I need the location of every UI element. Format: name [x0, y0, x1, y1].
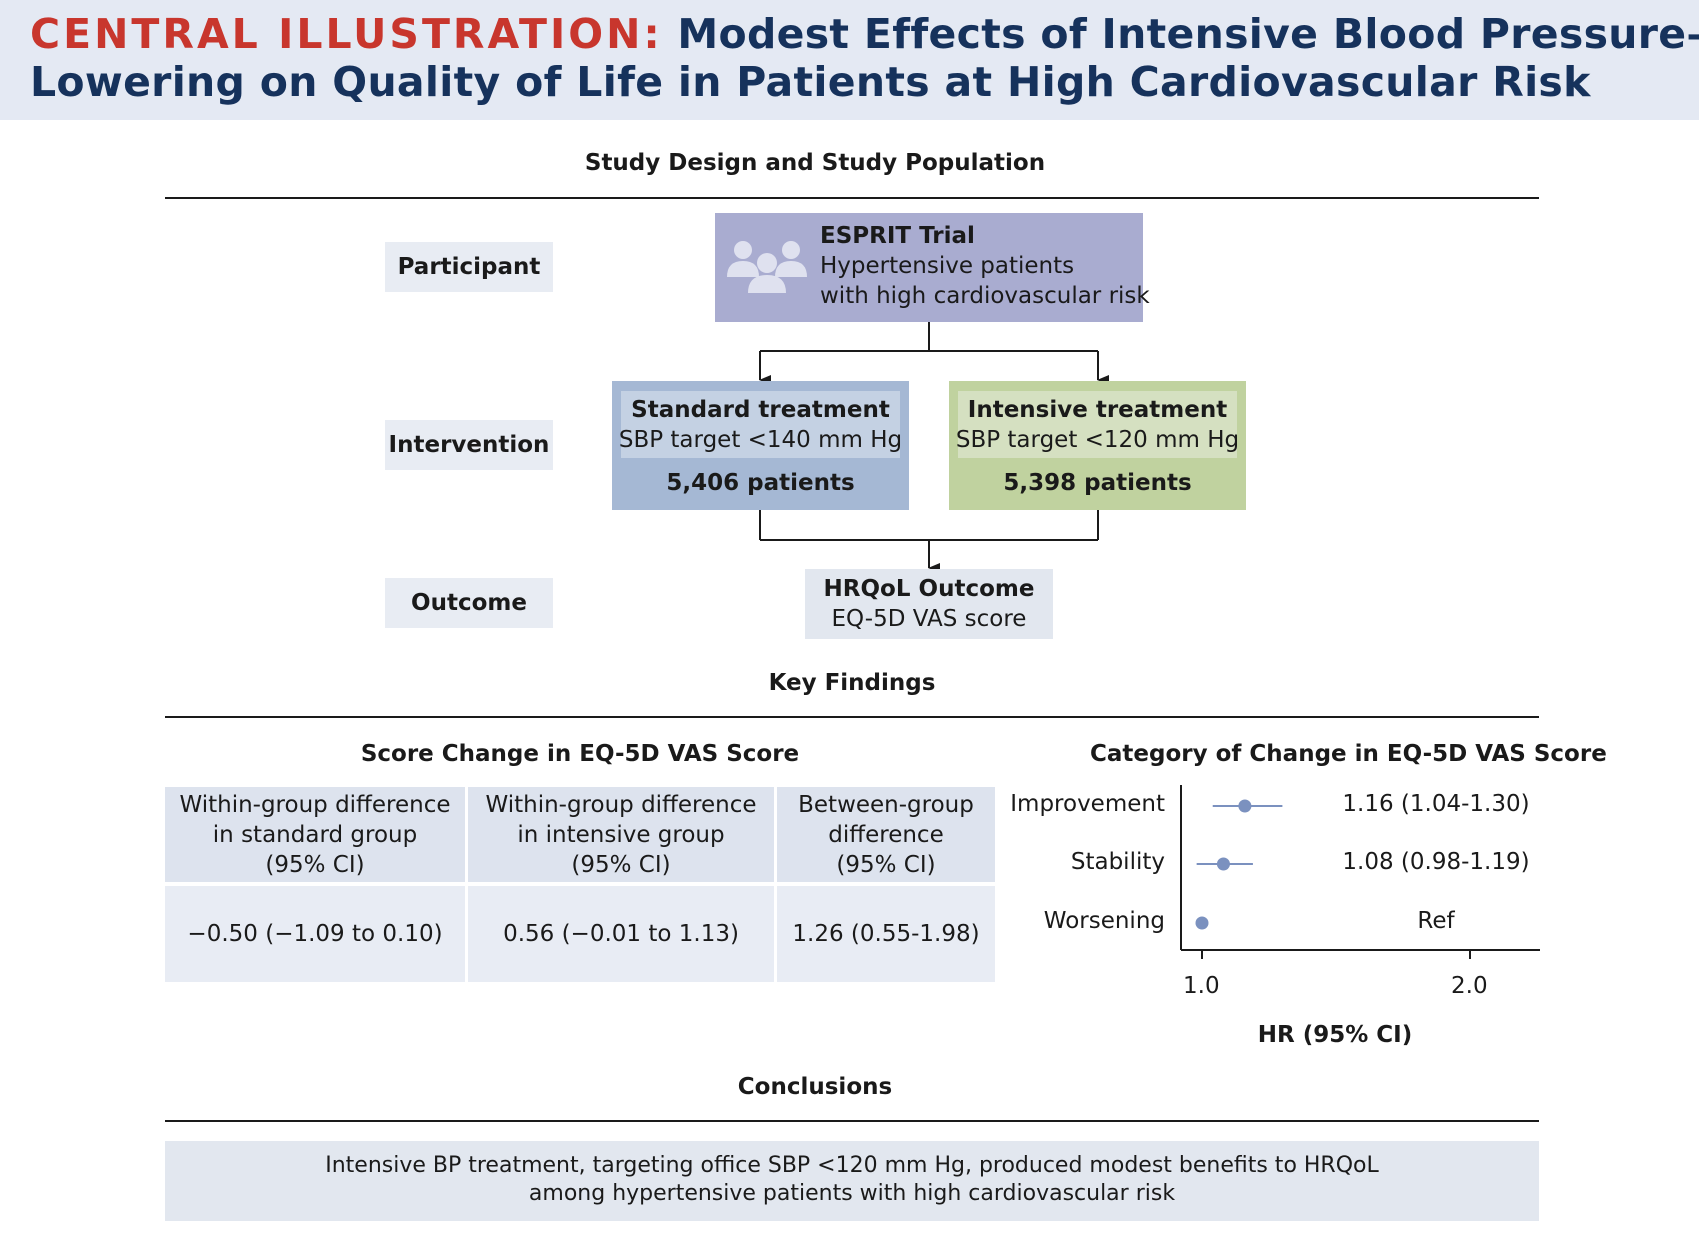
- table-value-standard: −0.50 (−1.09 to 0.10): [165, 886, 465, 982]
- forest-point-worsening: [1195, 916, 1209, 930]
- outcome-label: Outcome: [385, 578, 553, 628]
- trial-line1: Hypertensive patients: [820, 253, 1075, 279]
- forest-value-worsening: Ref: [1417, 908, 1455, 934]
- header-between-line1: Between-group: [798, 791, 974, 818]
- header-between-line3: (95% CI): [836, 851, 936, 878]
- title-prefix: CENTRAL ILLUSTRATION:: [30, 10, 663, 58]
- intervention-label: Intervention: [385, 420, 553, 470]
- title-text-line1: Modest Effects of Intensive Blood Pressu…: [677, 10, 1699, 58]
- header-intensive-line2: in intensive group: [517, 821, 725, 848]
- design-rule: [165, 197, 1539, 199]
- intensive-treatment-box: Intensive treatment SBP target <120 mm H…: [949, 381, 1246, 510]
- trial-line2: with high cardiovascular risk: [820, 283, 1150, 309]
- flow-connectors: [759, 322, 1109, 573]
- forest-value-improvement: 1.16 (1.04-1.30): [1342, 791, 1530, 817]
- findings-rule: [165, 716, 1539, 718]
- header-between-line2: difference: [828, 821, 944, 848]
- standard-inner-panel: [621, 391, 900, 458]
- standard-patients: 5,406 patients: [666, 470, 855, 496]
- study-design-heading: Study Design and Study Population: [584, 150, 1046, 176]
- header-band: [0, 0, 1699, 120]
- forest-value-stability: 1.08 (0.98-1.19): [1342, 849, 1530, 875]
- participant-label: Participant: [385, 242, 553, 292]
- conclusions-line2: among hypertensive patients with high ca…: [528, 1181, 1176, 1206]
- x-tick-2: 2.0: [1451, 973, 1488, 999]
- header-intensive-line1: Within-group difference: [485, 791, 757, 818]
- table-title: Score Change in EQ-5D VAS Score: [360, 741, 800, 767]
- table-header-standard: Within-group difference in standard grou…: [165, 787, 465, 882]
- conclusions-line1: Intensive BP treatment, targeting office…: [325, 1153, 1379, 1178]
- forest-category-stability: Stability: [1070, 849, 1165, 875]
- intensive-patients: 5,398 patients: [1003, 470, 1192, 496]
- title-text-line2: Lowering on Quality of Life in Patients …: [30, 58, 1591, 106]
- key-findings-heading: Key Findings: [768, 670, 936, 696]
- standard-target: SBP target <140 mm Hg: [618, 427, 903, 453]
- conclusions-rule: [165, 1120, 1539, 1122]
- intensive-inner-panel: [958, 391, 1237, 458]
- people-group-icon: [727, 241, 807, 293]
- forest-point-stability: [1216, 857, 1230, 871]
- trial-name: ESPRIT Trial: [820, 223, 975, 249]
- forest-plot: [1180, 785, 1540, 959]
- x-tick-1: 1.0: [1183, 973, 1220, 999]
- forest-category-improvement: Improvement: [1010, 791, 1165, 817]
- forest-point-improvement: [1238, 799, 1252, 813]
- conclusions-box: Intensive BP treatment, targeting office…: [165, 1141, 1539, 1221]
- forest-title: Category of Change in EQ-5D VAS Score: [1090, 741, 1607, 767]
- table-header-intensive: Within-group difference in intensive gro…: [468, 787, 774, 882]
- header-standard-line2: in standard group: [212, 821, 418, 848]
- intensive-target: SBP target <120 mm Hg: [955, 427, 1240, 453]
- outcome-box: HRQoL Outcome EQ-5D VAS score: [805, 569, 1053, 639]
- trial-box: ESPRIT Trial Hypertensive patients with …: [715, 213, 1150, 322]
- standard-title: Standard treatment: [631, 397, 890, 423]
- conclusions-heading: Conclusions: [737, 1074, 893, 1100]
- header-standard-line1: Within-group difference: [179, 791, 451, 818]
- table-value-between: 1.26 (0.55-1.98): [777, 886, 995, 982]
- intensive-title: Intensive treatment: [967, 397, 1228, 423]
- title-line-1: CENTRAL ILLUSTRATION: Modest Effects of …: [30, 10, 1699, 58]
- outcome-measure: EQ-5D VAS score: [831, 606, 1027, 632]
- standard-treatment-box: Standard treatment SBP target <140 mm Hg…: [612, 381, 909, 510]
- forest-category-worsening: Worsening: [1043, 908, 1165, 934]
- header-intensive-line3: (95% CI): [571, 851, 671, 878]
- table-header-between: Between-group difference (95% CI): [777, 787, 995, 882]
- forest-x-axis-label: HR (95% CI): [1257, 1022, 1413, 1048]
- outcome-title: HRQoL Outcome: [823, 576, 1035, 602]
- table-value-intensive: 0.56 (−0.01 to 1.13): [468, 886, 774, 982]
- header-standard-line3: (95% CI): [265, 851, 365, 878]
